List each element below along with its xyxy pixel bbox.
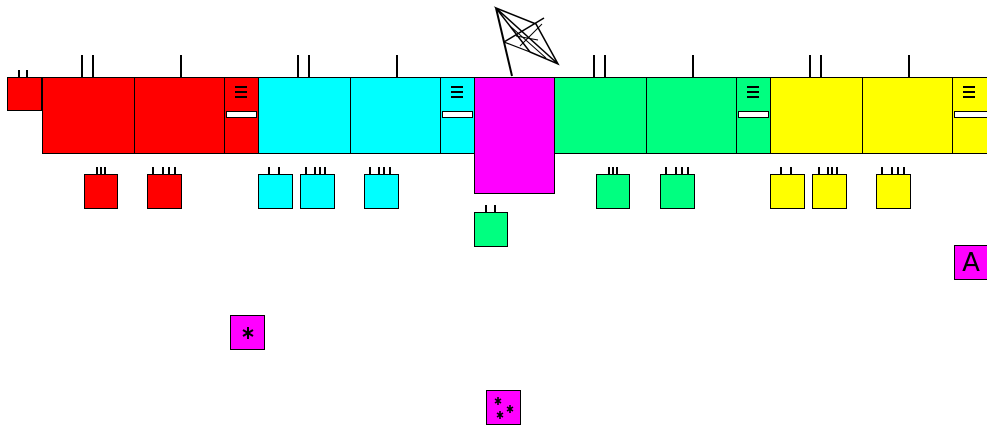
antenna	[162, 167, 164, 174]
antenna	[608, 167, 610, 174]
antenna	[692, 55, 694, 77]
antenna	[675, 167, 677, 174]
antenna	[389, 167, 391, 174]
antenna	[891, 167, 893, 174]
antenna	[790, 167, 792, 174]
yellow-unit[interactable]	[770, 174, 805, 209]
antenna	[827, 167, 829, 174]
gate-slot	[954, 111, 987, 118]
red-unit[interactable]	[147, 174, 182, 209]
antenna	[305, 167, 307, 174]
antenna	[485, 205, 487, 212]
cyan-building-1[interactable]	[258, 77, 351, 154]
menu-icon	[235, 86, 247, 98]
antenna	[369, 167, 371, 174]
green-unit[interactable]	[474, 212, 508, 247]
green-unit[interactable]	[596, 174, 630, 209]
antenna	[396, 55, 398, 77]
antenna	[593, 55, 595, 77]
triple-snowflake-badge[interactable]	[486, 390, 521, 425]
magenta-hub[interactable]	[474, 77, 555, 194]
red-building-2[interactable]	[134, 77, 225, 154]
green-unit[interactable]	[660, 174, 695, 209]
antenna	[820, 55, 822, 77]
cyan-unit[interactable]	[364, 174, 399, 209]
antenna	[96, 167, 98, 174]
antenna	[908, 55, 910, 77]
antenna	[604, 55, 606, 77]
red-small-base[interactable]	[7, 77, 42, 111]
yellow-building-2[interactable]	[862, 77, 953, 154]
green-building-2[interactable]	[646, 77, 737, 154]
antenna	[494, 205, 496, 212]
antenna	[278, 167, 280, 174]
antenna	[319, 167, 321, 174]
antenna	[383, 167, 385, 174]
antenna	[324, 167, 326, 174]
antenna	[616, 167, 618, 174]
gate-slot	[226, 111, 257, 118]
antenna	[665, 167, 667, 174]
antenna	[612, 167, 614, 174]
antenna	[308, 55, 310, 77]
antenna	[81, 55, 83, 77]
antenna	[687, 167, 689, 174]
menu-icon	[451, 86, 463, 98]
antenna	[100, 167, 102, 174]
antenna	[681, 167, 683, 174]
antenna	[180, 55, 182, 77]
yellow-unit[interactable]	[812, 174, 847, 209]
crossed-flag-icon	[490, 2, 566, 78]
antenna	[897, 167, 899, 174]
antenna	[18, 70, 20, 77]
red-unit[interactable]	[84, 174, 118, 209]
antenna	[152, 167, 154, 174]
menu-icon	[747, 86, 759, 98]
antenna	[168, 167, 170, 174]
snowflake-icon	[240, 325, 256, 341]
letter-a-badge[interactable]: A	[954, 245, 987, 280]
cyan-unit[interactable]	[300, 174, 335, 209]
antenna	[818, 167, 820, 174]
green-building-1[interactable]	[554, 77, 647, 154]
antenna	[831, 167, 833, 174]
snowflake-badge[interactable]	[230, 315, 265, 350]
gate-slot	[738, 111, 769, 118]
antenna	[174, 167, 176, 174]
yellow-building-1[interactable]	[770, 77, 863, 154]
antenna	[881, 167, 883, 174]
menu-icon	[963, 86, 975, 98]
antenna	[104, 167, 106, 174]
antenna	[780, 167, 782, 174]
gate-slot	[442, 111, 473, 118]
red-building-1[interactable]	[42, 77, 135, 154]
snowflakes-icon	[491, 395, 517, 421]
cyan-building-2[interactable]	[350, 77, 441, 154]
cyan-unit[interactable]	[258, 174, 293, 209]
antenna	[903, 167, 905, 174]
antenna	[92, 55, 94, 77]
antenna	[378, 167, 380, 174]
antenna	[314, 167, 316, 174]
antenna	[809, 55, 811, 77]
antenna	[268, 167, 270, 174]
yellow-unit[interactable]	[876, 174, 911, 209]
antenna	[26, 70, 28, 77]
antenna	[836, 167, 838, 174]
badge-letter: A	[962, 250, 980, 276]
antenna	[297, 55, 299, 77]
